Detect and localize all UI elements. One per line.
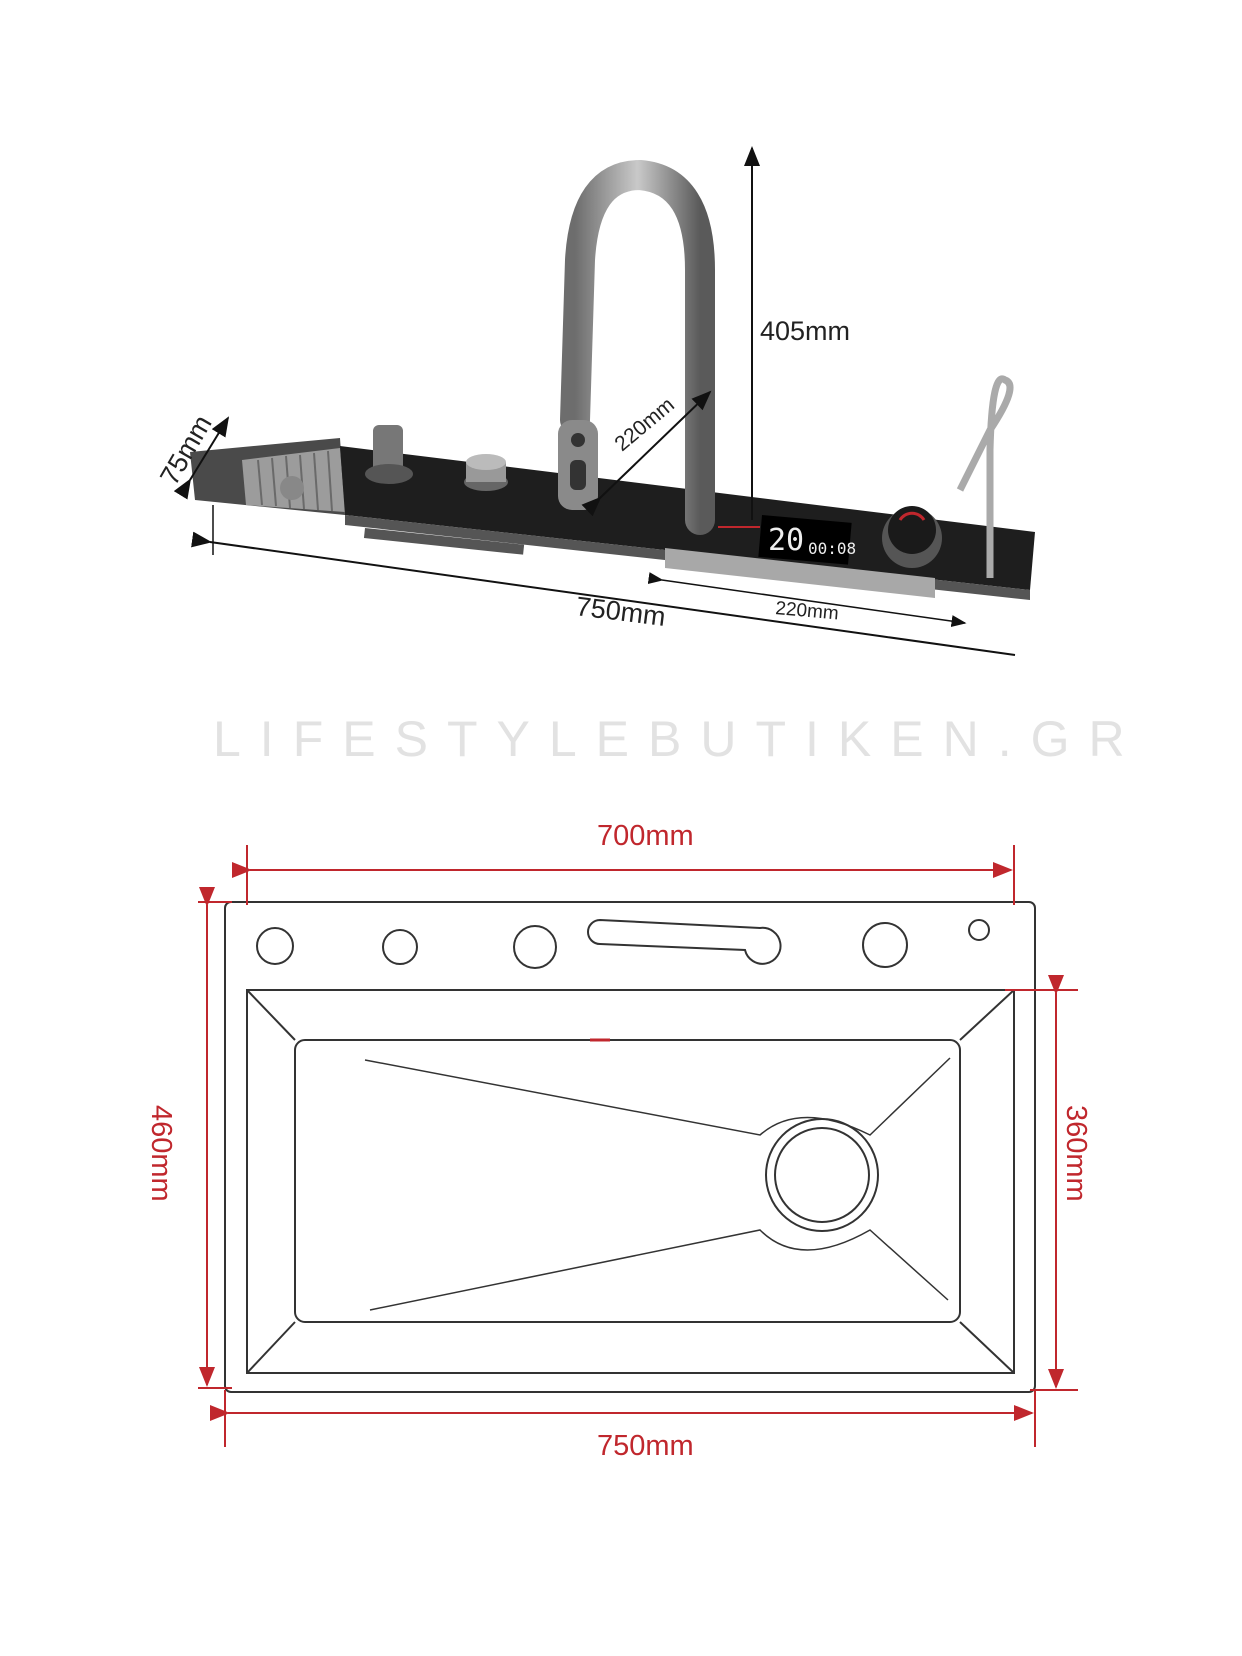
tap-hole — [513, 925, 557, 969]
tap-hole — [862, 922, 908, 968]
outer-depth-label: 460mm — [145, 1105, 177, 1202]
spout-reach-label: 220mm — [610, 393, 678, 456]
sink-dimensions — [198, 845, 1078, 1447]
sink-basin — [246, 989, 1015, 1374]
drain-outer — [765, 1118, 879, 1232]
watermark: LIFESTYLEBUTIKEN.GR — [213, 711, 1144, 767]
inner-width-label: 700mm — [597, 820, 694, 852]
faucet-illustration: 20 00:08 — [190, 159, 1035, 600]
tap-hole — [968, 919, 990, 941]
tap-hole — [256, 927, 294, 965]
waterfall-label: 220mm — [775, 598, 840, 624]
faucet-spout — [560, 159, 715, 535]
faucet-slot — [587, 918, 782, 965]
display-time: 00:08 — [808, 539, 856, 558]
tap-hole — [382, 929, 418, 965]
length-label: 750mm — [574, 591, 667, 632]
display-temperature: 20 — [768, 523, 804, 558]
outer-width-label: 750mm — [597, 1430, 694, 1462]
sink-plan-drawing — [224, 901, 1036, 1393]
side-sprayer — [956, 375, 1014, 578]
height-label: 405mm — [760, 316, 850, 346]
drain-inner — [774, 1127, 870, 1223]
sink-floor — [294, 1039, 961, 1323]
digital-display — [758, 515, 852, 565]
sink-outer-rim — [224, 901, 1036, 1393]
inner-depth-label: 360mm — [1060, 1105, 1092, 1202]
